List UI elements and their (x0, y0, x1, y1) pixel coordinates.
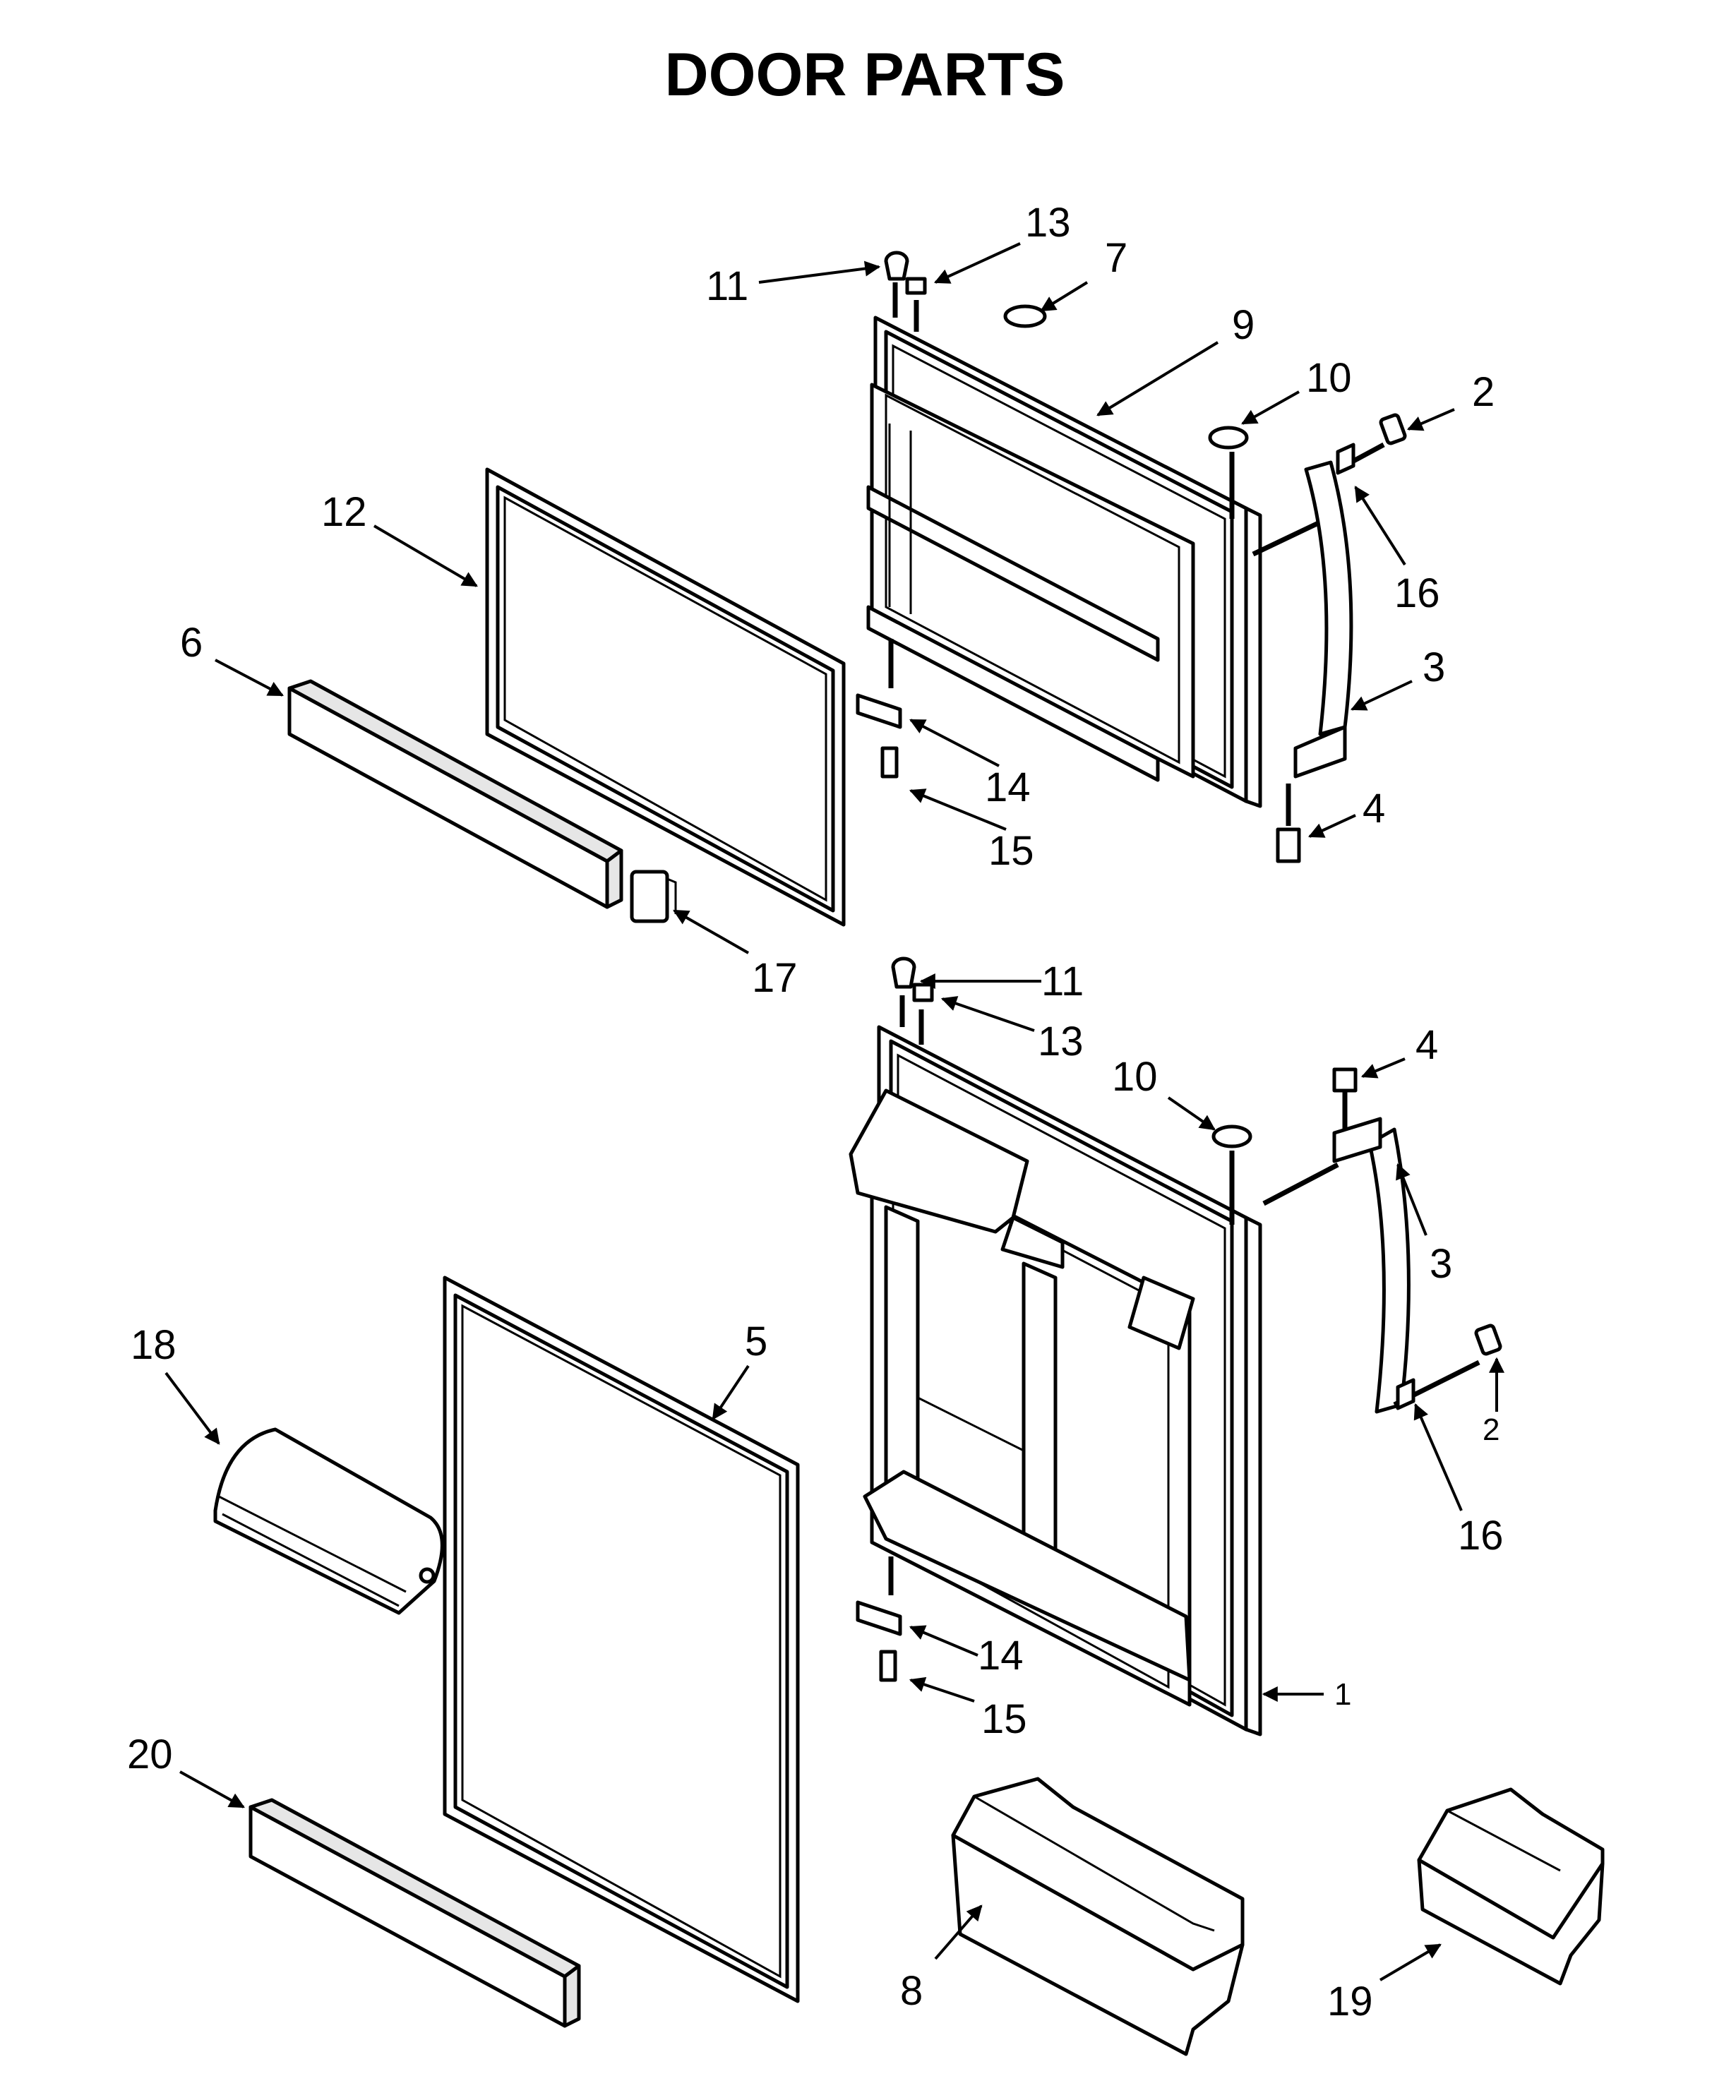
callout-19: 19 (1327, 1979, 1373, 2024)
callout-7: 7 (1105, 235, 1127, 281)
freezer-trim-6 (287, 679, 623, 909)
freezer-door-shelf-lower (866, 605, 1160, 782)
callout-15-freezer: 15 (988, 828, 1034, 874)
hinge-bracket-14-bottom (856, 1600, 902, 1636)
callout-labels: 11 13 7 9 10 2 16 3 4 14 15 12 6 17 11 1… (127, 200, 1504, 2024)
fresh-food-gasket-5 (443, 1276, 800, 2003)
plug-10-top (1208, 426, 1249, 450)
callout-5: 5 (745, 1319, 767, 1364)
callout-14-fresh-food: 14 (978, 1633, 1024, 1679)
callout-15-fresh-food: 15 (981, 1696, 1027, 1742)
washer-7 (1003, 304, 1047, 328)
leader-lines (164, 242, 1504, 1981)
callout-13-freezer: 13 (1025, 200, 1071, 246)
handle-3-bottom (1367, 1127, 1411, 1414)
clip-17 (630, 870, 677, 923)
hinge-bracket-14-top (856, 693, 902, 729)
callout-4-fresh-food: 4 (1415, 1022, 1438, 1068)
callout-6: 6 (180, 620, 203, 666)
screw-13-top (905, 277, 927, 295)
screw-15-bottom (879, 1650, 897, 1682)
callout-10-freezer: 10 (1306, 355, 1352, 401)
spacer-16-top (1336, 443, 1355, 475)
plug-10-bottom (1211, 1124, 1252, 1148)
callout-3-freezer: 3 (1423, 644, 1445, 690)
callout-18: 18 (131, 1322, 176, 1368)
handle-screw-4-top (1276, 827, 1301, 863)
callout-17: 17 (752, 955, 798, 1001)
callout-12: 12 (321, 489, 367, 535)
plug-2-top (1379, 413, 1407, 445)
callout-2-freezer: 2 (1472, 369, 1495, 415)
hinge-pin-11-top (884, 251, 909, 281)
freezer-door-shelf-upper (866, 485, 1160, 662)
callout-1: 1 (1334, 1677, 1351, 1712)
callout-3-fresh-food: 3 (1430, 1241, 1452, 1287)
handle-3-top (1304, 460, 1353, 736)
callout-16-freezer: 16 (1394, 570, 1440, 616)
callout-20: 20 (127, 1732, 173, 1777)
screw-15-top (880, 746, 899, 779)
hinge-pin-11-bottom (891, 956, 916, 989)
callout-14-freezer: 14 (985, 764, 1031, 810)
handle-screw-4-bottom (1332, 1067, 1358, 1093)
plug-2-bottom (1474, 1324, 1502, 1356)
fresh-food-door-assembly (849, 956, 1502, 1736)
callout-8: 8 (900, 1968, 923, 2014)
callout-2-fresh-food: 2 (1483, 1412, 1499, 1447)
door-bin-8 (951, 1777, 1245, 2056)
bin-cover-18 (213, 1427, 444, 1615)
spacer-16-bottom (1396, 1378, 1415, 1410)
freezer-gasket-12 (485, 467, 846, 927)
callout-10-fresh-food: 10 (1112, 1054, 1158, 1100)
freezer-door-assembly (856, 251, 1407, 863)
fresh-food-trim-20 (249, 1798, 581, 2028)
callout-16-fresh-food: 16 (1458, 1513, 1504, 1559)
page-title: DOOR PARTS (665, 41, 1065, 109)
callout-9: 9 (1232, 302, 1255, 348)
callout-4-freezer: 4 (1363, 786, 1385, 832)
callout-11-fresh-food: 11 (1041, 959, 1084, 1004)
door-bin-19 (1417, 1787, 1605, 1986)
callout-11-freezer: 11 (706, 263, 748, 309)
screw-13-bottom (912, 983, 934, 1002)
callout-13-fresh-food: 13 (1038, 1019, 1084, 1064)
